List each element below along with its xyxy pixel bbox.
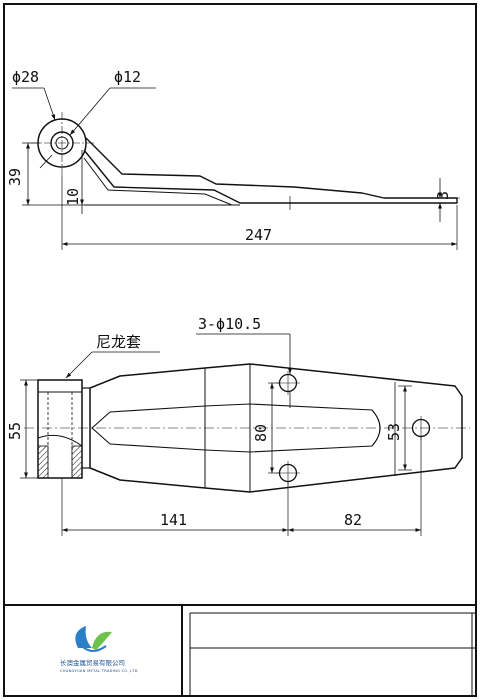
dim-sleeve-width: 55 bbox=[6, 422, 24, 440]
title-block: 长澳金属贸易有限公司 CHANGYUAN METAL TRADING CO.,L… bbox=[60, 605, 476, 696]
dim-first-length: 141 bbox=[160, 511, 187, 529]
dim-offset: 10 bbox=[64, 188, 82, 206]
sleeve-section-left bbox=[37, 445, 49, 479]
dim-hole-spacing: 80 bbox=[252, 424, 270, 442]
logo-leaf-blue-icon bbox=[75, 626, 92, 648]
dim-hole-inner-diameter: ϕ12 bbox=[114, 68, 141, 86]
dim-height: 39 bbox=[6, 168, 24, 186]
logo-leaf-green-icon bbox=[92, 631, 112, 650]
company-name-en: CHANGYUAN METAL TRADING CO.,LTD bbox=[60, 669, 138, 673]
company-logo: 长澳金属贸易有限公司 CHANGYUAN METAL TRADING CO.,L… bbox=[60, 626, 138, 673]
top-view: ϕ28 ϕ12 39 10 3 247 bbox=[6, 68, 460, 250]
dim-second-length: 82 bbox=[344, 511, 362, 529]
dim-hole-outer-diameter: ϕ28 bbox=[12, 68, 39, 86]
dim-tail-width: 53 bbox=[385, 423, 403, 441]
sleeve-section-right bbox=[71, 445, 83, 479]
bottom-view: 尼龙套 3-ϕ10.5 55 80 53 141 82 bbox=[6, 315, 470, 536]
holes-callout: 3-ϕ10.5 bbox=[198, 315, 261, 333]
nylon-sleeve bbox=[37, 379, 83, 479]
sheet-frame bbox=[3, 3, 477, 697]
sleeve-label: 尼龙套 bbox=[96, 333, 141, 351]
hinge-leaf-profile bbox=[83, 137, 458, 204]
company-name-cn: 长澳金属贸易有限公司 bbox=[60, 658, 125, 667]
dim-total-length: 247 bbox=[245, 226, 272, 244]
dim-thickness: 3 bbox=[434, 191, 452, 200]
